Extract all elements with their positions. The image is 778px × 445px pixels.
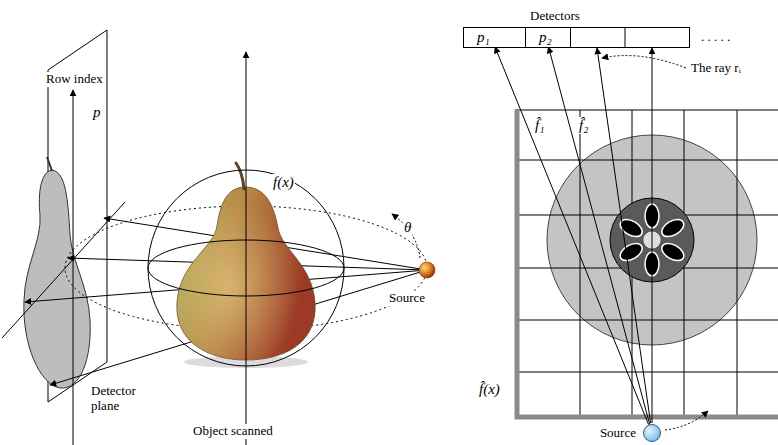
row-variable: p — [92, 104, 102, 121]
ellipsis: . . . . . — [700, 30, 731, 45]
pear-stem — [236, 163, 244, 189]
angle-arc — [392, 214, 420, 258]
plane-label: Detector plane — [90, 384, 154, 414]
ray — [549, 47, 650, 424]
pear-projection — [24, 170, 90, 388]
grid-line — [515, 160, 778, 161]
node-text: p₂ — [539, 28, 552, 47]
node-text: Source — [600, 426, 636, 441]
grid-line — [515, 110, 778, 111]
axis-label: Row index — [45, 72, 104, 87]
detector-array: Detectorsp₁p₂ — [463, 27, 690, 48]
projection-stem — [47, 157, 52, 171]
detector-cell — [625, 28, 626, 47]
grid-line — [580, 110, 581, 418]
object-label: Object scanned — [192, 424, 274, 439]
source-label: Source — [388, 291, 426, 306]
ray-value: f̂₁ — [534, 117, 545, 134]
row-axis — [73, 90, 74, 445]
grid-line — [515, 320, 778, 321]
x-ray-source: Source — [643, 424, 661, 442]
detector-cell: p₂ — [526, 28, 571, 47]
angle-symbol: θ — [403, 219, 412, 236]
pixel-grid — [515, 110, 778, 418]
ray-pointer — [602, 56, 686, 68]
inclusion — [659, 240, 687, 264]
image-label: f̂(x) — [478, 381, 501, 398]
grid-line — [515, 372, 778, 373]
grid-border — [517, 110, 778, 417]
rotation-axis — [246, 52, 247, 445]
array-heading: Detectors — [530, 9, 580, 24]
grid-line — [737, 110, 738, 418]
node-text: p₁ — [477, 28, 490, 47]
object-function: f(x) — [272, 174, 295, 191]
ray-label: The ray rᵢ — [690, 61, 742, 76]
detector-cell: p₁ — [464, 28, 526, 47]
rotation-arrow — [665, 411, 708, 430]
ray — [652, 48, 653, 423]
plane-axis — [2, 202, 125, 338]
inclusion — [617, 240, 645, 264]
ray — [495, 47, 649, 425]
ray — [597, 48, 651, 423]
ray-value: f̂₂ — [578, 117, 589, 134]
x-ray-source — [419, 262, 435, 278]
inclusion — [659, 216, 687, 240]
